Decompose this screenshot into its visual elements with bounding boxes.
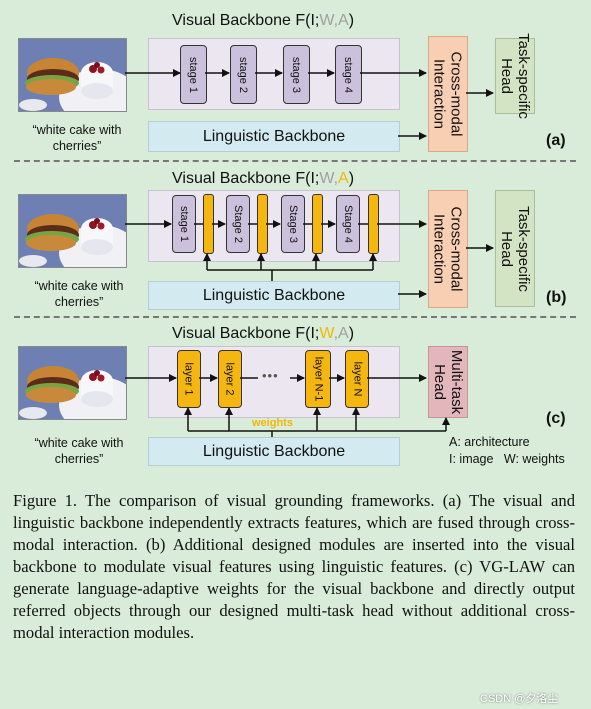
title-close: ) bbox=[348, 170, 355, 187]
title-w-gray: W bbox=[319, 12, 334, 29]
layer-block: layer 2 bbox=[218, 350, 242, 408]
title-sep: , bbox=[333, 170, 339, 187]
panel-c-title: Visual Backbone F(I;W,A) bbox=[172, 325, 354, 343]
panel-tag-a: (a) bbox=[546, 132, 566, 149]
layer-block: layer N-1 bbox=[305, 350, 331, 408]
title-text: Visual Backbone F(I; bbox=[172, 325, 320, 342]
linguistic-backbone-c: Linguistic Backbone bbox=[148, 437, 400, 466]
input-image-c bbox=[18, 346, 127, 420]
query-line: cherries” bbox=[54, 452, 104, 466]
panel-tag-c: (c) bbox=[546, 410, 566, 427]
stage-block: stage 3 bbox=[283, 45, 310, 104]
input-image-a bbox=[18, 38, 127, 112]
caption-text: Figure 1. The comparison of visual groun… bbox=[13, 491, 575, 642]
title-sep: , bbox=[333, 12, 339, 29]
weights-label: weights bbox=[252, 417, 293, 429]
panel-divider bbox=[14, 160, 576, 162]
query-text-c: “white cake with cherries” bbox=[14, 435, 144, 467]
layer-ellipsis: ••• bbox=[262, 368, 279, 383]
legend-architecture: A: architecture bbox=[449, 435, 530, 449]
query-text-a: “white cake with cherries” bbox=[12, 122, 142, 154]
title-close: ) bbox=[348, 325, 355, 342]
panel-a-title: Visual Backbone F(I;W,A) bbox=[172, 12, 354, 30]
connector-layer bbox=[125, 69, 494, 437]
title-text: Visual Backbone F(I; bbox=[172, 170, 320, 187]
query-line: “white cake with bbox=[32, 123, 122, 137]
panel-b-title: Visual Backbone F(I;W,A) bbox=[172, 170, 354, 188]
title-a-gold: A bbox=[338, 170, 349, 187]
query-text-b: “white cake with cherries” bbox=[14, 278, 144, 310]
legend-image-weights: I: image W: weights bbox=[449, 452, 565, 466]
input-image-b bbox=[18, 194, 127, 268]
stage-block: stage 2 bbox=[230, 45, 257, 104]
figure-caption: Figure 1. The comparison of visual groun… bbox=[13, 490, 575, 644]
query-line: “white cake with bbox=[34, 279, 124, 293]
title-sep: , bbox=[333, 325, 339, 342]
title-a-gray: A bbox=[338, 325, 349, 342]
title-a-gray: A bbox=[338, 12, 349, 29]
title-w-gray: W bbox=[319, 170, 334, 187]
stage-block: stage 1 bbox=[172, 195, 196, 253]
title-close: ) bbox=[348, 12, 355, 29]
linguistic-backbone-b: Linguistic Backbone bbox=[148, 281, 400, 310]
panel-divider bbox=[14, 316, 576, 318]
linguistic-backbone-a: Linguistic Backbone bbox=[148, 121, 400, 152]
title-text: Visual Backbone F(I; bbox=[172, 12, 320, 29]
query-line: “white cake with bbox=[34, 436, 124, 450]
watermark: CSDN @夕洛尘 bbox=[480, 693, 559, 705]
query-line: cherries” bbox=[52, 139, 102, 153]
panel-tag-b: (b) bbox=[546, 289, 567, 306]
stage-block: stage 4 bbox=[335, 45, 362, 104]
title-w-gold: W bbox=[319, 325, 334, 342]
query-line: cherries” bbox=[54, 295, 104, 309]
